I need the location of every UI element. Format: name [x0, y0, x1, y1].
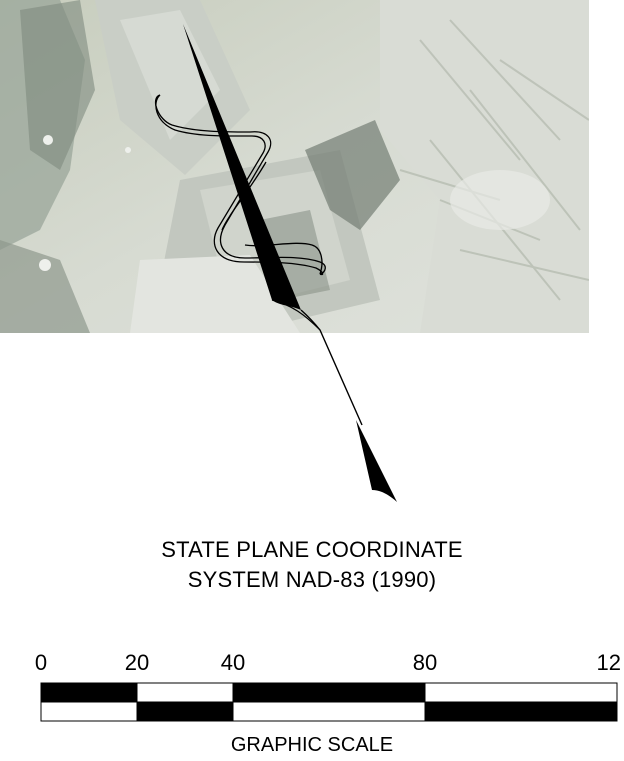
scale-segment-bottom-0	[40, 701, 138, 722]
scale-segment-top-3	[424, 682, 618, 703]
coordinate-system-line-2: SYSTEM NAD-83 (1990)	[187, 567, 437, 592]
scale-tick-label-3: 80	[413, 650, 437, 675]
north-arrow-shaft	[300, 309, 363, 426]
scale-segment-bottom-1	[136, 701, 234, 722]
north-arrow-needle-lower	[356, 420, 397, 502]
graphic-scale-bar: 0 20 40 80 12	[35, 650, 621, 722]
scale-tick-label-2: 40	[221, 650, 245, 675]
scale-segment-top-2	[232, 682, 426, 703]
scale-segment-bottom-2	[232, 701, 426, 722]
scale-tick-label-0: 0	[35, 650, 47, 675]
north-arrow-needle-upper	[183, 24, 301, 310]
coordinate-system-line-1: STATE PLANE COORDINATE	[161, 537, 463, 562]
north-letter-n	[155, 94, 326, 276]
north-arrow-icon	[155, 24, 397, 502]
scale-segment-bottom-3	[424, 701, 618, 722]
scale-tick-label-4: 12	[597, 650, 621, 675]
scale-segment-top-1	[136, 682, 234, 703]
scale-tick-label-1: 20	[125, 650, 149, 675]
scale-segment-top-0	[40, 682, 138, 703]
graphic-scale-title: GRAPHIC SCALE	[230, 734, 394, 756]
